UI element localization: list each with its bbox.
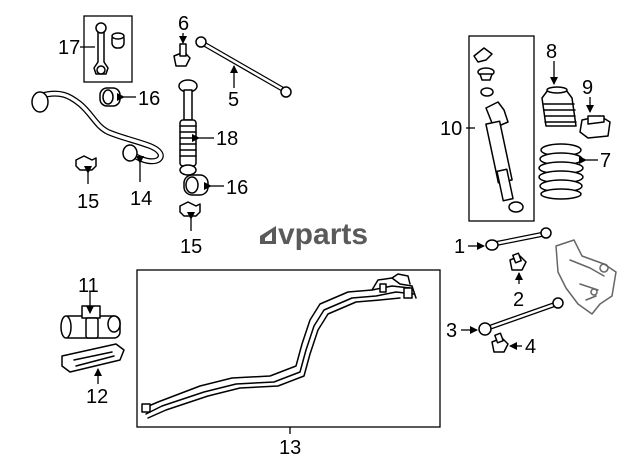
part-6-bolt[interactable] — [173, 43, 191, 67]
callout-15b: 15 — [180, 236, 202, 258]
callout-2: 2 — [513, 289, 524, 311]
callout-9: 9 — [582, 77, 593, 99]
callout-18: 18 — [216, 128, 238, 150]
callout-8: 8 — [546, 41, 557, 63]
part-17-stabilizer-link[interactable] — [93, 22, 125, 75]
watermark-logo — [260, 226, 276, 244]
callout-13: 13 — [279, 437, 301, 459]
part-13-frame — [136, 269, 441, 428]
part-16-bushing-lower[interactable] — [183, 174, 209, 196]
part-1-upper-control-arm[interactable] — [485, 227, 552, 251]
callout-12: 12 — [86, 386, 108, 408]
part-12-bracket[interactable] — [61, 343, 125, 373]
callout-14: 14 — [130, 188, 152, 210]
part-14-stabilizer-bar[interactable] — [31, 90, 164, 165]
part-16-bushing-upper[interactable] — [99, 87, 121, 107]
part-4-bolt[interactable] — [491, 332, 509, 353]
part-8-bump-stop[interactable] — [541, 86, 577, 127]
callout-7: 7 — [600, 150, 611, 172]
callout-3: 3 — [446, 320, 457, 342]
callout-16a: 16 — [138, 88, 160, 110]
callout-4: 4 — [525, 336, 536, 358]
part-15-bracket-right[interactable] — [179, 201, 201, 217]
part-3-lower-control-arm[interactable] — [478, 297, 564, 336]
watermark-text: vparts — [278, 218, 368, 251]
callout-1: 1 — [454, 236, 465, 258]
callout-16b: 16 — [226, 177, 248, 199]
part-10-shock-kit[interactable] — [473, 47, 524, 213]
axle-housing-bracket — [555, 239, 617, 315]
part-5-lateral-rod[interactable] — [195, 36, 292, 98]
part-7-coil-spring[interactable] — [538, 143, 584, 200]
callout-15a: 15 — [77, 191, 99, 213]
callout-11: 11 — [78, 275, 99, 297]
callout-5: 5 — [228, 89, 239, 111]
part-13-fuel-line[interactable] — [141, 273, 417, 419]
callout-10: 10 — [440, 118, 462, 140]
part-9-spring-insulator[interactable] — [579, 115, 611, 139]
part-17-frame — [83, 15, 133, 83]
part-15-bracket-left[interactable] — [75, 155, 97, 171]
callout-6: 6 — [178, 13, 189, 35]
part-2-bolt[interactable] — [509, 252, 527, 271]
part-18-shock-absorber[interactable] — [178, 79, 198, 176]
callout-17: 17 — [58, 37, 80, 59]
